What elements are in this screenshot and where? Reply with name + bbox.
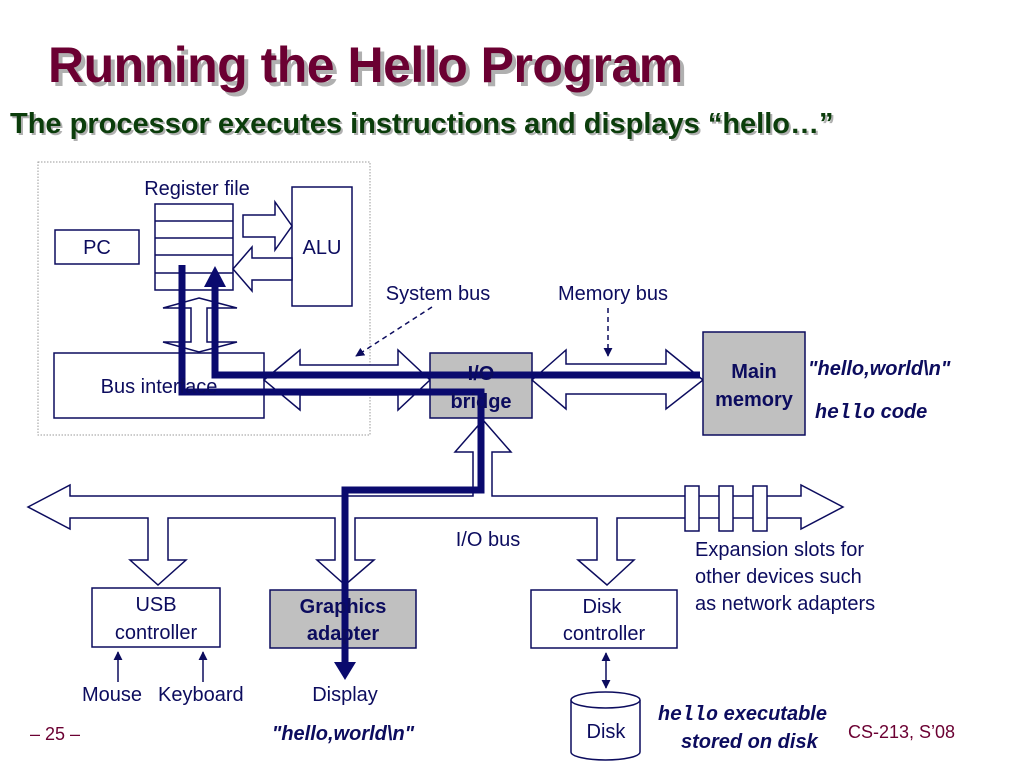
disk-controller-label: Disk [583, 596, 623, 618]
pc-box [54, 229, 140, 265]
display-arrowhead-icon [334, 662, 356, 680]
mouse-label: Mouse [82, 684, 142, 706]
register-file-label: Register file [144, 178, 250, 200]
memory-string-contents: "hello,world\n" [808, 358, 951, 380]
expansion-slot [718, 485, 734, 532]
alu-box [291, 186, 353, 307]
main-memory-label: Main [731, 361, 777, 383]
io-bridge-label: I/O [468, 363, 495, 385]
pc-label: PC [83, 237, 111, 259]
io-bus-label: I/O bus [456, 529, 520, 551]
bus-interface-box [53, 352, 265, 419]
alu-to-regfile-arrow [232, 244, 293, 294]
disk-note: stored on disk [681, 731, 819, 753]
memory-bus-label: Memory bus [558, 283, 668, 305]
cpu-boundary [37, 161, 371, 436]
expansion-slot [684, 485, 700, 532]
slide-subtitle: The processor executes instructions and … [10, 108, 834, 140]
register-arrowhead-icon [204, 266, 226, 287]
disk-label: Disk [587, 721, 627, 743]
data-path-from-memory [211, 285, 700, 379]
usb-controller-label: USB [135, 594, 176, 616]
graphics-adapter-label: adapter [307, 623, 379, 645]
expansion-note: Expansion slots for [695, 539, 864, 561]
display-output: "hello,world\n" [272, 723, 415, 745]
usb-controller-box [91, 587, 221, 648]
disk-controller-box [530, 589, 678, 649]
register-file [154, 203, 234, 291]
graphics-adapter-label: Graphics [300, 596, 387, 618]
disk-note: hello executable [658, 703, 827, 727]
display-label: Display [312, 684, 378, 706]
keyboard-label: Keyboard [158, 684, 244, 706]
system-bus-pointer [355, 306, 433, 357]
data-path-to-display [178, 265, 485, 662]
disk-cylinder [570, 691, 641, 761]
usb-controller-label: controller [115, 622, 198, 644]
main-memory-box [702, 331, 806, 436]
io-bridge-label: bridge [450, 391, 511, 413]
regfile-bus-interface-arrow [162, 297, 238, 353]
expansion-note: as network adapters [695, 593, 875, 615]
bus-interface-label: Bus interface [101, 376, 218, 398]
slide-title: Running the Hello Program [48, 37, 683, 93]
disk-controller-label: controller [563, 623, 646, 645]
memory-bus [530, 348, 705, 411]
io-bus [26, 418, 845, 587]
expansion-slot [752, 485, 768, 532]
page-number: – 25 – [30, 724, 80, 744]
expansion-note: other devices such [695, 566, 862, 588]
course-label: CS-213, S’08 [848, 722, 955, 742]
alu-label: ALU [303, 237, 342, 259]
main-memory-label: memory [715, 389, 794, 411]
system-bus-label: System bus [386, 283, 490, 305]
regfile-to-alu-arrow [242, 199, 293, 253]
memory-code-contents: hello code [815, 401, 927, 425]
system-bus [262, 348, 432, 412]
